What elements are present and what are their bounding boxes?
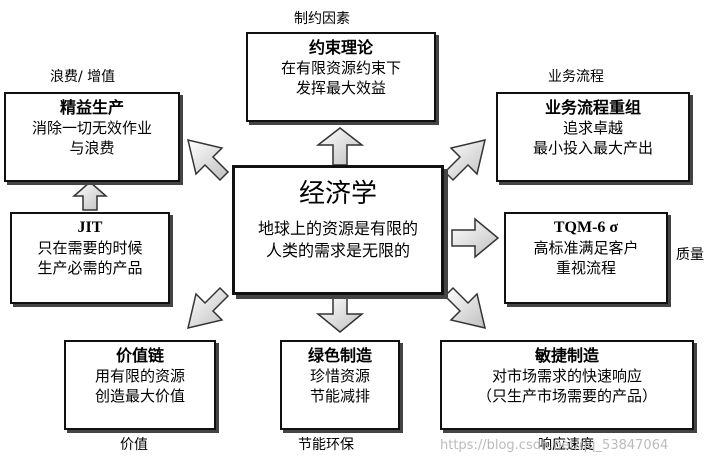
arrow-to-lean [186,138,230,182]
label-constraint: 制约因素 [294,11,350,27]
tqm-box: TQM-6 σ 高标准满足客户 重视流程 [504,212,668,304]
reengineering-title: 业务流程重组 [544,98,641,117]
label-green: 节能环保 [298,437,354,453]
value-chain-body: 用有限的资源 创造最大价值 [94,367,185,405]
reengineering-box: 业务流程重组 追求卓越 最小投入最大产出 [496,92,690,182]
green-title: 绿色制造 [307,346,372,365]
green-box: 绿色制造 珍惜资源 节能减排 [280,340,400,430]
value-chain-title: 价值链 [115,346,164,365]
constraint-body: 在有限资源约束下 发挥最大效益 [280,59,401,97]
center-title: 经济学 [298,179,377,209]
label-reengineering: 业务流程 [548,69,604,85]
center-body: 地球上的资源是有限的 人类的需求是无限的 [257,219,418,260]
arrow-to-reengineering [443,138,487,182]
constraint-box: 约束理论 在有限资源约束下 发挥最大效益 [246,32,436,122]
agile-body: 对市场需求的快速响应 （只生产市场需要的产品） [476,367,657,405]
agile-box: 敏捷制造 对市场需求的快速响应 （只生产市场需要的产品） [440,340,694,430]
label-lean: 浪费/ 增值 [50,69,116,85]
watermark-text: https://blog.csdn.net/qq_53847064 [440,438,669,453]
agile-title: 敏捷制造 [534,346,599,365]
arrow-to-constraint [315,127,365,166]
tqm-body: 高标准满足客户 重视流程 [533,239,639,277]
jit-box: JIT 只在需要的时候 生产必需的产品 [10,212,170,304]
label-value-chain: 价值 [120,437,148,453]
lean-title: 精益生产 [59,98,124,117]
value-chain-box: 价值链 用有限的资源 创造最大价值 [64,340,216,430]
lean-box: 精益生产 消除一切无效作业 与浪费 [4,92,180,182]
jit-body: 只在需要的时候 生产必需的产品 [37,239,143,277]
label-tqm: 质量 [676,247,704,263]
green-body: 珍惜资源 节能减排 [309,367,370,405]
tqm-title: TQM-6 σ [553,219,619,236]
constraint-title: 约束理论 [308,38,373,57]
reengineering-body: 追求卓越 最小投入最大产出 [532,119,653,157]
arrow-to-green [315,297,365,333]
arrow-to-tqm [451,217,500,259]
label-agile: 响应速度 [538,437,594,453]
arrow-to-value-chain [186,286,230,330]
lean-body: 消除一切无效作业 与浪费 [31,119,152,157]
arrow-to-agile [443,286,487,330]
arrow-jit-to-lean [72,181,108,211]
jit-title: JIT [77,219,103,236]
center-box: 经济学 地球上的资源是有限的 人类的需求是无限的 [232,165,444,295]
